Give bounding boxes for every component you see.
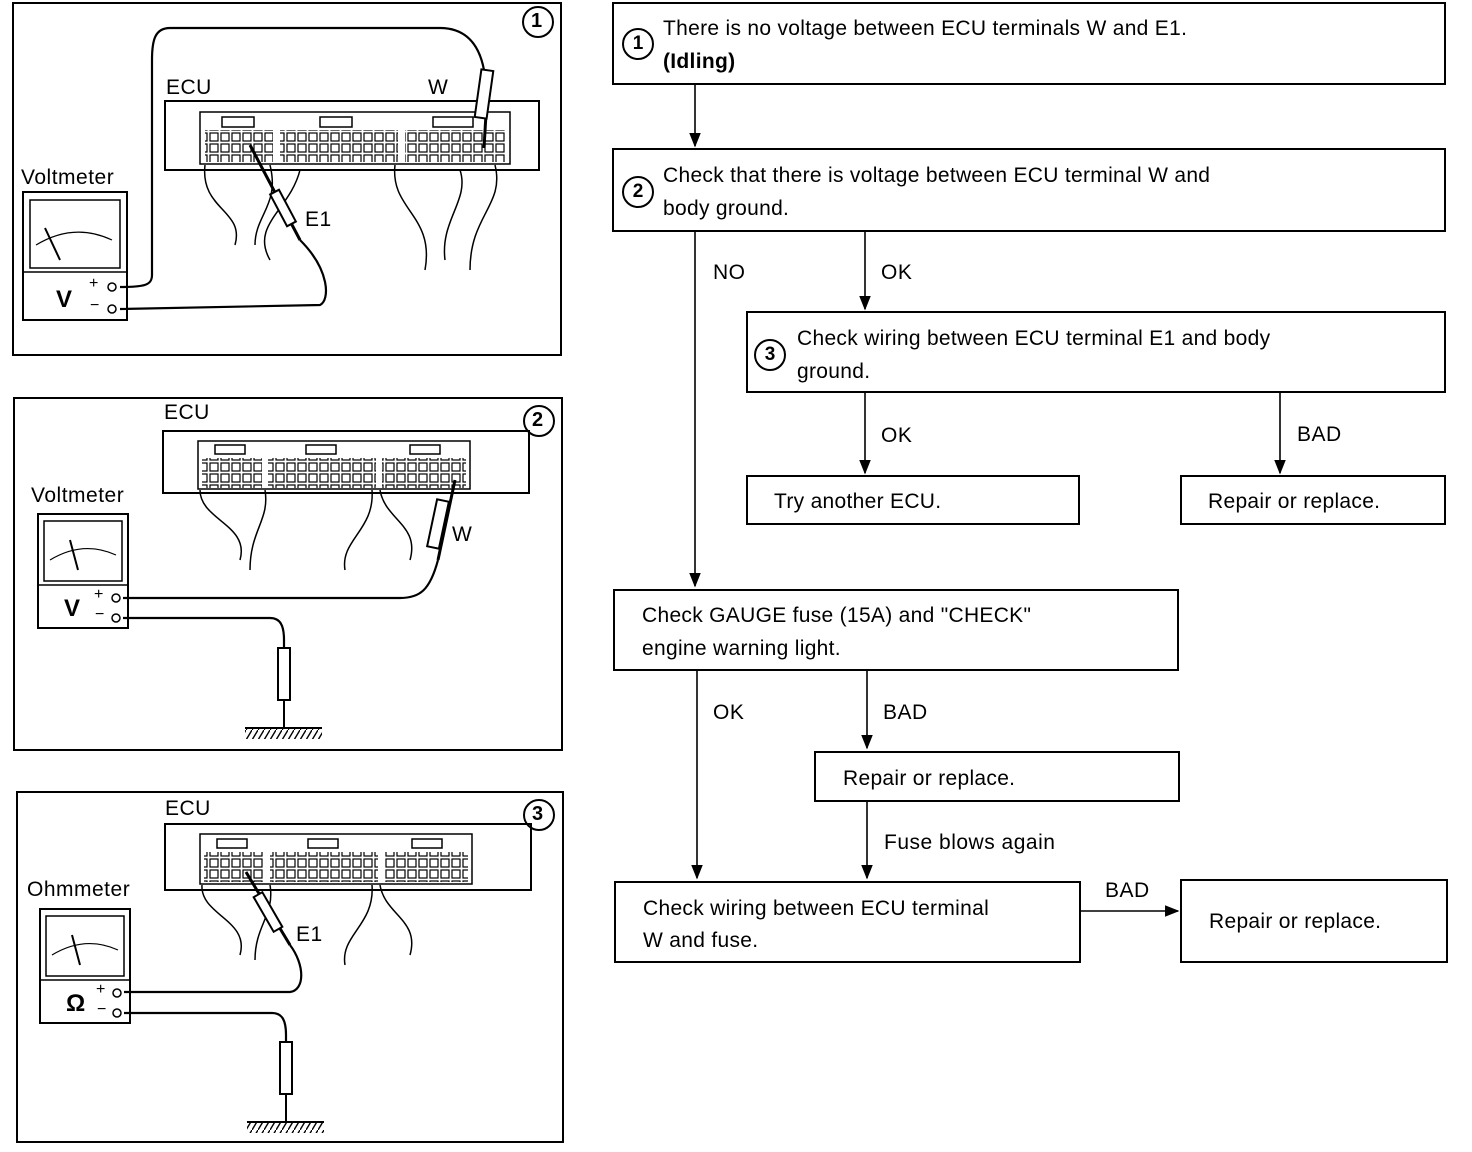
panel-2-badge: 2 <box>532 409 544 431</box>
label-ok-gauge: OK <box>713 701 745 724</box>
flow-step3-line1: Check wiring between ECU terminal E1 and… <box>797 327 1271 350</box>
flow-repair1-text: Repair or replace. <box>1208 490 1381 513</box>
panel-3-plus: + <box>96 981 106 998</box>
panel-1-plus: + <box>89 275 99 292</box>
label-fuse-blows: Fuse blows again <box>884 831 1056 854</box>
ecu-body <box>164 100 540 171</box>
flow-gauge-line2: engine warning light. <box>642 637 841 660</box>
label-bad-gauge: BAD <box>883 701 928 724</box>
panel-2-plus: + <box>94 586 104 603</box>
panel-2-meter-symbol: V <box>64 595 81 622</box>
flow-repair2-text: Repair or replace. <box>843 767 1016 790</box>
flow-step3-badge: 3 <box>754 339 786 371</box>
flow-step3-line2: ground. <box>797 360 871 383</box>
flow-repair1-box: Repair or replace. <box>1180 475 1446 525</box>
panel-2 <box>13 397 563 751</box>
flow-wiring-line2: W and fuse. <box>643 929 759 952</box>
panel-1-w-label: W <box>428 76 449 99</box>
label-bad-wiring: BAD <box>1105 879 1150 902</box>
flow-step2-line1: Check that there is voltage between ECU … <box>663 164 1211 187</box>
flow-step2-box: 2 Check that there is voltage between EC… <box>612 148 1446 232</box>
panel-3-meter-label: Ohmmeter <box>27 878 131 901</box>
panel-1-meter-label: Voltmeter <box>21 166 115 189</box>
flow-step2-line2: body ground. <box>663 197 790 220</box>
panel-1-e1-label: E1 <box>305 208 332 231</box>
panel-2-meter-label: Voltmeter <box>31 484 125 507</box>
panel-1-badge: 1 <box>531 10 543 32</box>
panel-2-ecu-label: ECU <box>164 401 210 424</box>
flow-step2-badge: 2 <box>622 176 654 208</box>
flow-step1-box: 1 There is no voltage between ECU termin… <box>612 2 1446 85</box>
panel-3-e1-label: E1 <box>296 923 323 946</box>
label-bad-step3: BAD <box>1297 423 1342 446</box>
flow-gauge-line1: Check GAUGE fuse (15A) and "CHECK" <box>642 604 1032 627</box>
flow-wiring-box: Check wiring between ECU terminal W and … <box>614 881 1081 963</box>
panel-1-meter-symbol: V <box>56 286 73 313</box>
label-ok-step2: OK <box>881 261 913 284</box>
panel-3-ecu-label: ECU <box>165 797 211 820</box>
panel-3-minus: − <box>97 1001 107 1018</box>
flow-wiring-line1: Check wiring between ECU terminal <box>643 897 990 920</box>
panel-3 <box>16 791 564 1143</box>
flow-repair2-box: Repair or replace. <box>814 751 1180 802</box>
panel-2-minus: − <box>95 606 105 623</box>
flow-step1-line2: (Idling) <box>663 50 736 73</box>
flow-try-ecu-box: Try another ECU. <box>746 475 1080 525</box>
panel-3-badge: 3 <box>532 803 544 825</box>
label-no: NO <box>713 261 746 284</box>
label-ok-step3: OK <box>881 424 913 447</box>
flow-repair3-text: Repair or replace. <box>1209 910 1382 933</box>
flow-step1-badge: 1 <box>622 28 654 60</box>
flow-connectors <box>689 84 1286 917</box>
flow-try-ecu-text: Try another ECU. <box>774 490 942 513</box>
panel-1-minus: − <box>90 297 100 314</box>
flow-step1-line1: There is no voltage between ECU terminal… <box>663 17 1188 40</box>
flow-gauge-box: Check GAUGE fuse (15A) and "CHECK" engin… <box>613 589 1179 671</box>
panel-3-meter-symbol: Ω <box>66 990 86 1017</box>
flow-repair3-box: Repair or replace. <box>1180 879 1448 963</box>
panel-1 <box>12 2 562 356</box>
panel-2-w-label: W <box>452 523 473 546</box>
flow-step3-box: 3 Check wiring between ECU terminal E1 a… <box>746 311 1446 393</box>
panel-1-ecu-label: ECU <box>166 76 212 99</box>
